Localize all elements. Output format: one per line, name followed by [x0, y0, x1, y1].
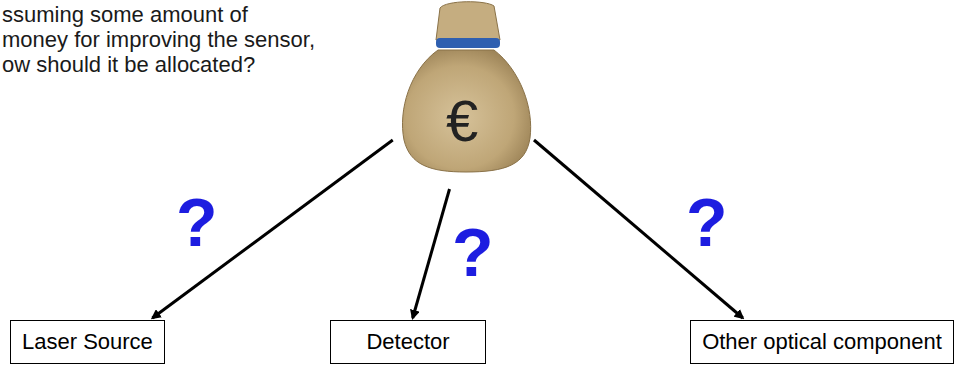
bag-tie	[436, 38, 500, 48]
bag-body	[402, 50, 530, 172]
euro-symbol: €	[446, 92, 478, 150]
process-box: Laser Source	[10, 320, 165, 364]
question-mark: ?	[686, 188, 728, 256]
question-text: ow should it be allocated?	[2, 52, 255, 77]
question-mark: ?	[176, 188, 218, 256]
arrow-connector	[534, 140, 743, 318]
process-box: Other optical component	[690, 320, 954, 364]
process-box: Detector	[330, 320, 486, 364]
box-label: Detector	[366, 329, 449, 355]
arrow-connector	[152, 140, 392, 318]
money-bag: €	[402, 0, 534, 175]
arrow-connector	[413, 189, 450, 318]
bag-top	[436, 2, 500, 40]
question-text: money for improving the sensor,	[2, 27, 315, 52]
box-label: Other optical component	[702, 329, 942, 355]
question-mark: ?	[452, 218, 494, 286]
question-text: ssuming some amount of	[2, 2, 248, 27]
box-label: Laser Source	[22, 329, 153, 355]
